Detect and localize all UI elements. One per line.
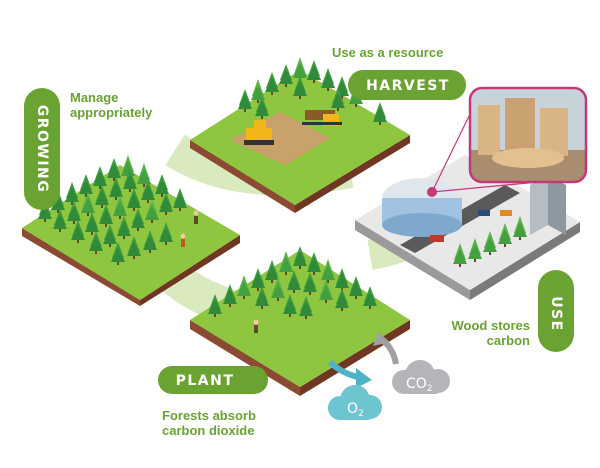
plant-caption-line1: Forests absorb	[162, 408, 256, 423]
growing-caption-line1: Manage	[70, 90, 119, 105]
growing-pill: GROWING	[24, 88, 60, 210]
o2-arrow	[327, 359, 372, 388]
svg-text:HARVEST: HARVEST	[366, 78, 450, 94]
o2-label: O2	[347, 401, 364, 419]
use-caption: Wood stores carbon	[448, 318, 531, 348]
wooden-building	[382, 178, 462, 237]
bulldozer	[244, 120, 274, 145]
o2-cloud	[328, 385, 382, 420]
tower-building	[530, 175, 566, 235]
use-caption-line1: Wood stores	[451, 318, 531, 333]
harvest-tile	[190, 57, 410, 213]
svg-text:PLANT: PLANT	[176, 373, 235, 389]
growing-tile	[22, 155, 240, 306]
use-tile	[355, 155, 580, 300]
plant-caption: Forests absorb carbon dioxide	[162, 408, 256, 438]
forester-figures	[180, 210, 199, 247]
plant-caption-line2: carbon dioxide	[162, 423, 255, 438]
logging-truck	[302, 110, 342, 126]
use-caption-line2: carbon	[486, 333, 530, 348]
city-cars	[430, 210, 512, 242]
co2-label: CO2	[406, 376, 433, 394]
growing-caption-line2: appropriately	[70, 105, 153, 120]
co2-arrow	[373, 332, 399, 365]
svg-text:GROWING: GROWING	[34, 105, 50, 194]
svg-text:USE: USE	[548, 296, 564, 332]
plant-pill: PLANT	[158, 366, 268, 394]
harvest-caption: Use as a resource	[332, 45, 444, 60]
harvest-pill: HARVEST	[348, 70, 466, 100]
co2-cloud	[392, 360, 450, 394]
use-pill: USE	[538, 270, 574, 352]
wood-interior-photo	[427, 86, 588, 197]
growing-caption: Manage appropriately	[70, 90, 152, 120]
